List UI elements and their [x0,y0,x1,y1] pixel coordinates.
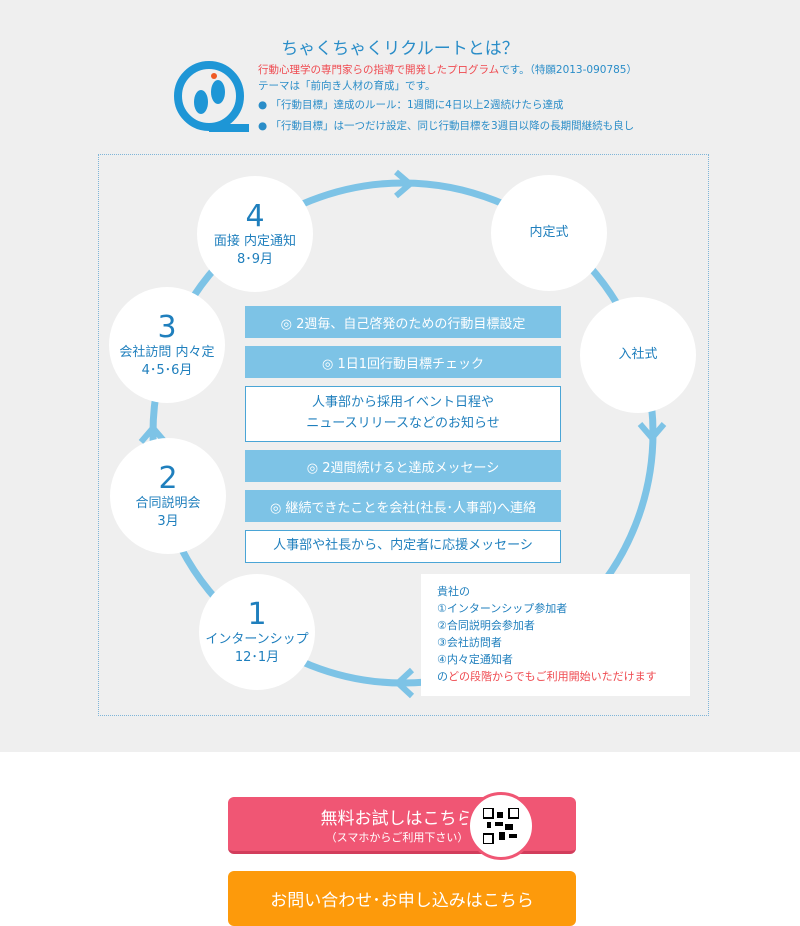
intro-line-1: 行動心理学の専門家らの指導で開発したプログラムです。（特願2013-090785… [258,64,637,76]
bullet-2: ● 「行動目標」は一つだけ設定、同じ行動目標を3週目以降の長期間継続も良し [258,120,635,132]
qr-code [467,792,535,860]
intro-line-2: テーマは「前向き人材の育成」です。 [258,80,436,92]
bullet-1: ● 「行動目標」達成のルール：1週間に4日以上2週続けたら達成 [258,99,564,111]
chakuchaku-logo [174,61,249,132]
naiteishiki-circle: 内定式 [491,175,607,291]
item-achievement-message: ◎ 2週間続けると達成メッセーシ [245,450,561,482]
arrow-left-icon [393,667,415,699]
nyushashiki-circle: 入社式 [580,297,696,413]
item-daily-check: ◎ 1日1回行動目標チェック [245,346,561,378]
arrow-up-icon [138,423,168,444]
arrow-down-icon [637,422,667,443]
cycle-ring [138,169,667,699]
item-hr-news: 人事部から採用イベント日程や ニュースリリースなどのお知らせ [245,386,561,442]
page-title: ちゃくちゃくリクルートとは？ [281,39,519,59]
arrow-right-icon [394,169,415,199]
item-report-company: ◎ 継続できたことを会社(社長･人事部)へ連絡 [245,490,561,522]
item-support-message: 人事部や社長から、内定者に応援メッセーシ [245,530,561,563]
item-goal-setting: ◎ 2週毎、自己啓発のための行動目標設定 [245,306,561,338]
qr-code-icon [483,808,519,844]
cycle-diagram-frame [98,154,709,716]
contact-button[interactable]: お問い合わせ･お申し込みはこちら [228,871,576,926]
